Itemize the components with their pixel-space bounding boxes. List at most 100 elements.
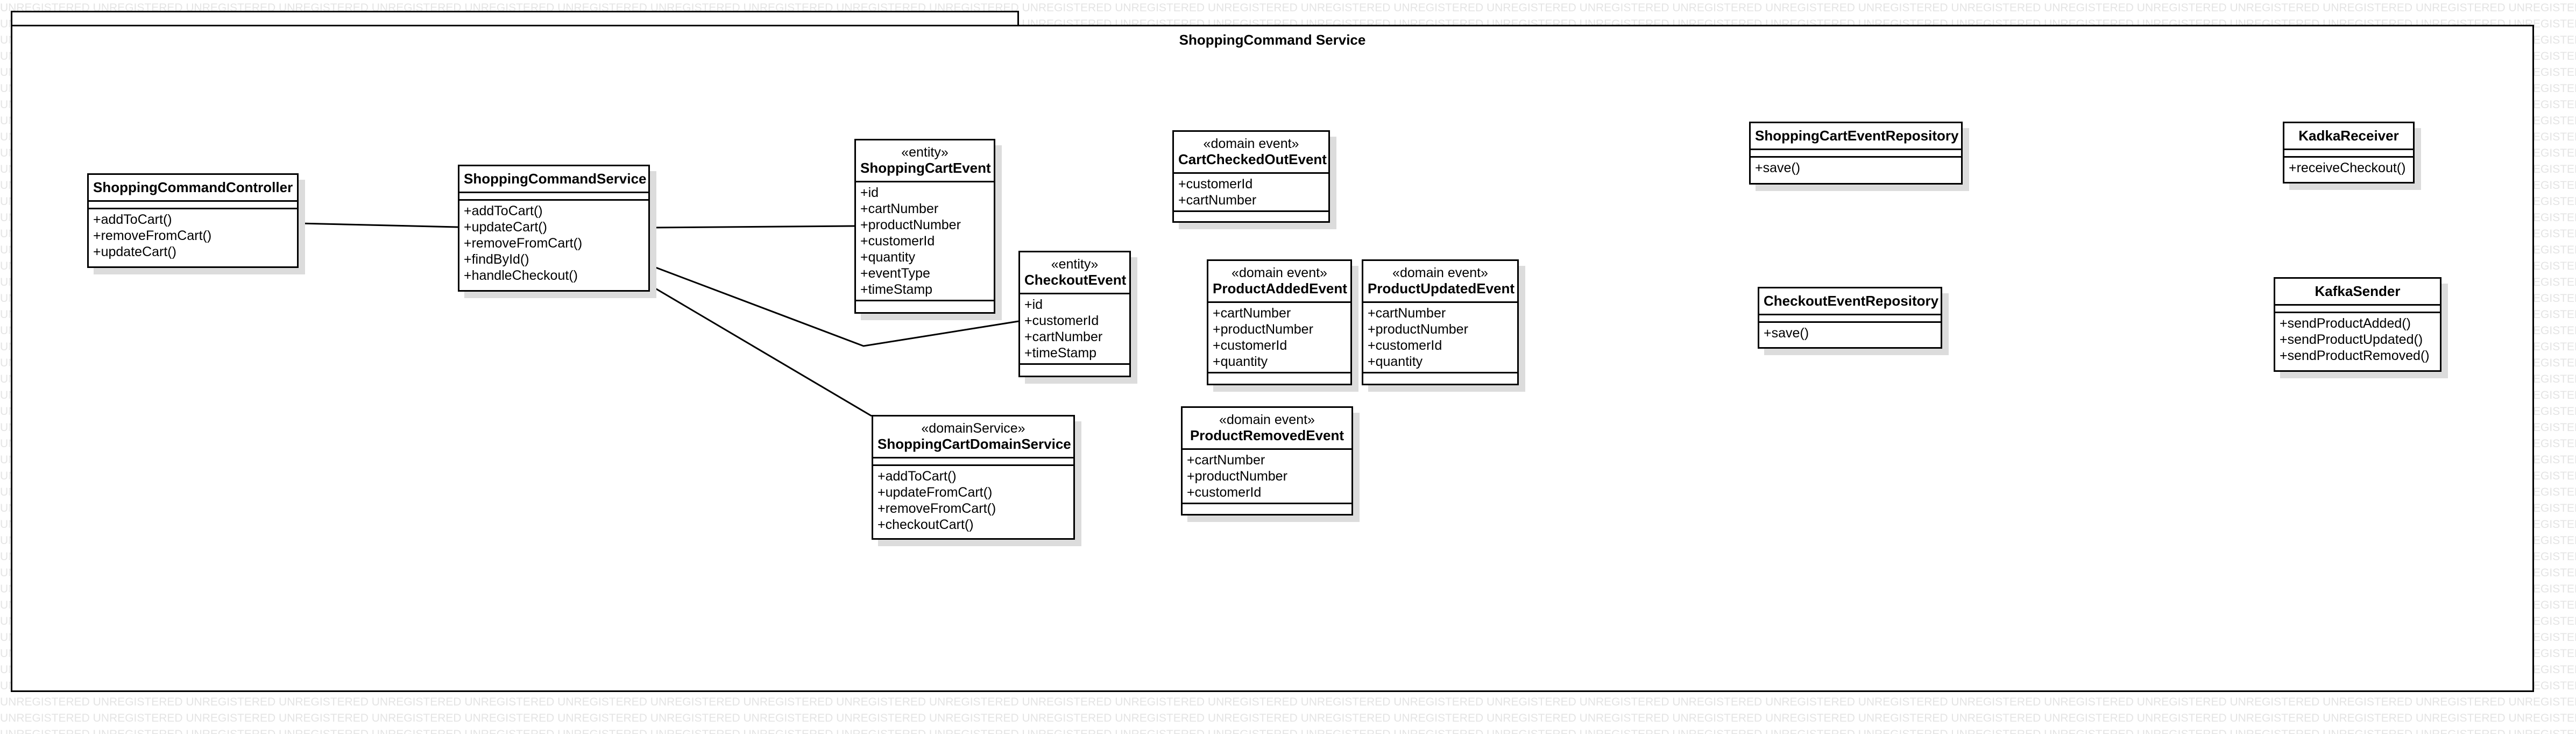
- class-checkout-event-repository[interactable]: CheckoutEventRepository +save(): [1758, 287, 1942, 349]
- operation-item: +updateCart(): [93, 244, 176, 259]
- class-stereotype: «domain event»: [1219, 412, 1315, 427]
- class-name: ProductUpdatedEvent: [1368, 280, 1515, 297]
- attribute-item: +cartNumber: [1368, 306, 1446, 321]
- attribute-item: +timeStamp: [1024, 345, 1097, 361]
- association-service-domain-service: [649, 284, 872, 417]
- class-stereotype: «domain event»: [1203, 136, 1299, 151]
- class-header: «domain event»ProductRemovedEvent: [1183, 408, 1351, 450]
- association-service-cart-event: [649, 225, 855, 229]
- operation-item: +sendProductAdded(): [2280, 316, 2411, 331]
- attribute-item: +timeStamp: [860, 282, 933, 297]
- class-operations: [1363, 373, 1517, 381]
- attribute-item: +customerId: [1213, 338, 1287, 353]
- class-kafka-sender[interactable]: KafkaSender+sendProductAdded()+sendProdu…: [2274, 277, 2441, 372]
- class-kadka-receiver[interactable]: KadkaReceiver +receiveCheckout(): [2283, 122, 2415, 184]
- operation-item: +removeFromCart(): [464, 236, 583, 251]
- operation-item: +handleCheckout(): [464, 268, 578, 283]
- class-attributes: +cartNumber+productNumber+customerId+qua…: [1208, 303, 1350, 373]
- watermark-line: UNREGISTERED UNREGISTERED UNREGISTERED U…: [0, 696, 2576, 708]
- class-attributes: [1759, 315, 1941, 323]
- class-name: ShoppingCommandController: [93, 179, 293, 195]
- class-attributes: [89, 202, 297, 209]
- class-attributes: [873, 458, 1073, 466]
- class-attributes: +cartNumber+productNumber+customerId+qua…: [1363, 303, 1517, 373]
- class-name: ProductRemovedEvent: [1190, 427, 1344, 443]
- operation-item: +findById(): [464, 252, 529, 267]
- class-header: «entity»ShoppingCartEvent: [856, 140, 994, 182]
- attribute-item: +id: [860, 185, 879, 200]
- class-stereotype: «domainService»: [921, 421, 1025, 436]
- attribute-item: +quantity: [1213, 354, 1268, 369]
- class-header: «domainService»ShoppingCartDomainService: [873, 417, 1073, 458]
- class-header: CheckoutEventRepository: [1759, 288, 1941, 315]
- package-title: ShoppingCommand Service: [1179, 32, 1366, 48]
- class-header: «domain event»CartCheckedOutEvent: [1174, 132, 1328, 174]
- attribute-item: +cartNumber: [860, 201, 939, 216]
- class-operations: [1020, 365, 1129, 372]
- class-stereotype: «entity»: [901, 145, 949, 160]
- operation-item: +removeFromCart(): [93, 228, 212, 243]
- attribute-item: +productNumber: [1213, 322, 1313, 337]
- class-name: ShoppingCartEvent: [860, 160, 991, 176]
- class-operations: +receiveCheckout(): [2284, 158, 2413, 178]
- attribute-item: +customerId: [1178, 177, 1253, 192]
- association-service-checkout-event: [649, 264, 1019, 347]
- class-product-updated-event[interactable]: «domain event»ProductUpdatedEvent+cartNu…: [1362, 259, 1519, 385]
- operation-item: +updateFromCart(): [877, 485, 993, 500]
- class-product-added-event[interactable]: «domain event»ProductAddedEvent+cartNumb…: [1207, 259, 1352, 385]
- operation-item: +addToCart(): [877, 469, 957, 484]
- operation-item: +save(): [1755, 160, 1801, 175]
- class-attributes: +id+customerId+cartNumber+timeStamp: [1020, 294, 1129, 365]
- operation-item: +receiveCheckout(): [2289, 160, 2406, 175]
- watermark-line: UNREGISTERED UNREGISTERED UNREGISTERED U…: [0, 712, 2576, 724]
- class-operations: +addToCart()+updateCart()+removeFromCart…: [459, 201, 648, 286]
- class-checkout-event[interactable]: «entity»CheckoutEvent+id+customerId+cart…: [1018, 251, 1131, 377]
- attribute-item: +cartNumber: [1187, 453, 1265, 468]
- class-operations: +addToCart()+updateFromCart()+removeFrom…: [873, 466, 1073, 535]
- class-attributes: +customerId+cartNumber: [1174, 174, 1328, 212]
- class-header: ShoppingCommandService: [459, 166, 648, 193]
- attribute-item: +customerId: [860, 234, 935, 249]
- class-name: ProductAddedEvent: [1213, 280, 1347, 297]
- attribute-item: +id: [1024, 297, 1043, 312]
- class-shopping-cart-event[interactable]: «entity»ShoppingCartEvent+id+cartNumber+…: [854, 139, 995, 314]
- class-cart-checked-out-event[interactable]: «domain event»CartCheckedOutEvent+custom…: [1172, 130, 1330, 223]
- class-operations: +sendProductAdded()+sendProductUpdated()…: [2275, 313, 2440, 366]
- attribute-item: +cartNumber: [1024, 329, 1103, 344]
- watermark-line: UNREGISTERED UNREGISTERED UNREGISTERED U…: [0, 726, 2576, 734]
- class-header: KadkaReceiver: [2284, 123, 2413, 150]
- class-attributes: +id+cartNumber+productNumber +customerId +…: [856, 182, 994, 301]
- package-tab: [11, 11, 1019, 26]
- attribute-item: +customerId: [1368, 338, 1442, 353]
- class-operations: +addToCart()+removeFromCart()+updateCart…: [89, 209, 297, 262]
- operation-item: +updateCart(): [464, 220, 547, 235]
- association-controller-service: [298, 222, 458, 228]
- attribute-item: +cartNumber: [1213, 306, 1291, 321]
- class-header: KafkaSender: [2275, 279, 2440, 306]
- attribute-item: +productNumber: [1368, 322, 1468, 337]
- operation-item: +save(): [1764, 326, 1809, 341]
- class-name: CartCheckedOutEvent: [1178, 151, 1327, 167]
- class-name: ShoppingCartDomainService: [877, 436, 1071, 452]
- class-header: «domain event»ProductAddedEvent: [1208, 261, 1350, 303]
- attribute-item: +customerId: [1187, 485, 1262, 500]
- class-stereotype: «domain event»: [1392, 265, 1488, 280]
- operation-item: +checkoutCart(): [877, 517, 974, 532]
- class-header: ShoppingCartEventRepository: [1751, 123, 1961, 150]
- class-shopping-command-service[interactable]: ShoppingCommandService +addToCart()+updat…: [458, 165, 650, 292]
- class-shopping-cart-domain-service[interactable]: «domainService»ShoppingCartDomainService…: [872, 415, 1075, 540]
- class-product-removed-event[interactable]: «domain event»ProductRemovedEvent +cartNu…: [1181, 406, 1353, 516]
- class-operations: [1208, 373, 1350, 381]
- class-shopping-command-controller[interactable]: ShoppingCommandController +addToCart()+re…: [87, 173, 299, 268]
- attribute-item: +customerId: [1024, 313, 1099, 328]
- attribute-item: +productNumber: [860, 217, 961, 232]
- class-name: ShoppingCartEventRepository: [1755, 128, 1959, 144]
- class-header: «domain event»ProductUpdatedEvent: [1363, 261, 1517, 303]
- class-operations: [856, 301, 994, 309]
- class-shopping-cart-event-repository[interactable]: ShoppingCartEventRepository +save(): [1749, 122, 1963, 185]
- class-header: ShoppingCommandController: [89, 175, 297, 202]
- operation-item: +sendProductRemoved(): [2280, 348, 2430, 363]
- class-stereotype: «entity»: [1051, 257, 1099, 272]
- attribute-item: +productNumber: [1187, 469, 1287, 484]
